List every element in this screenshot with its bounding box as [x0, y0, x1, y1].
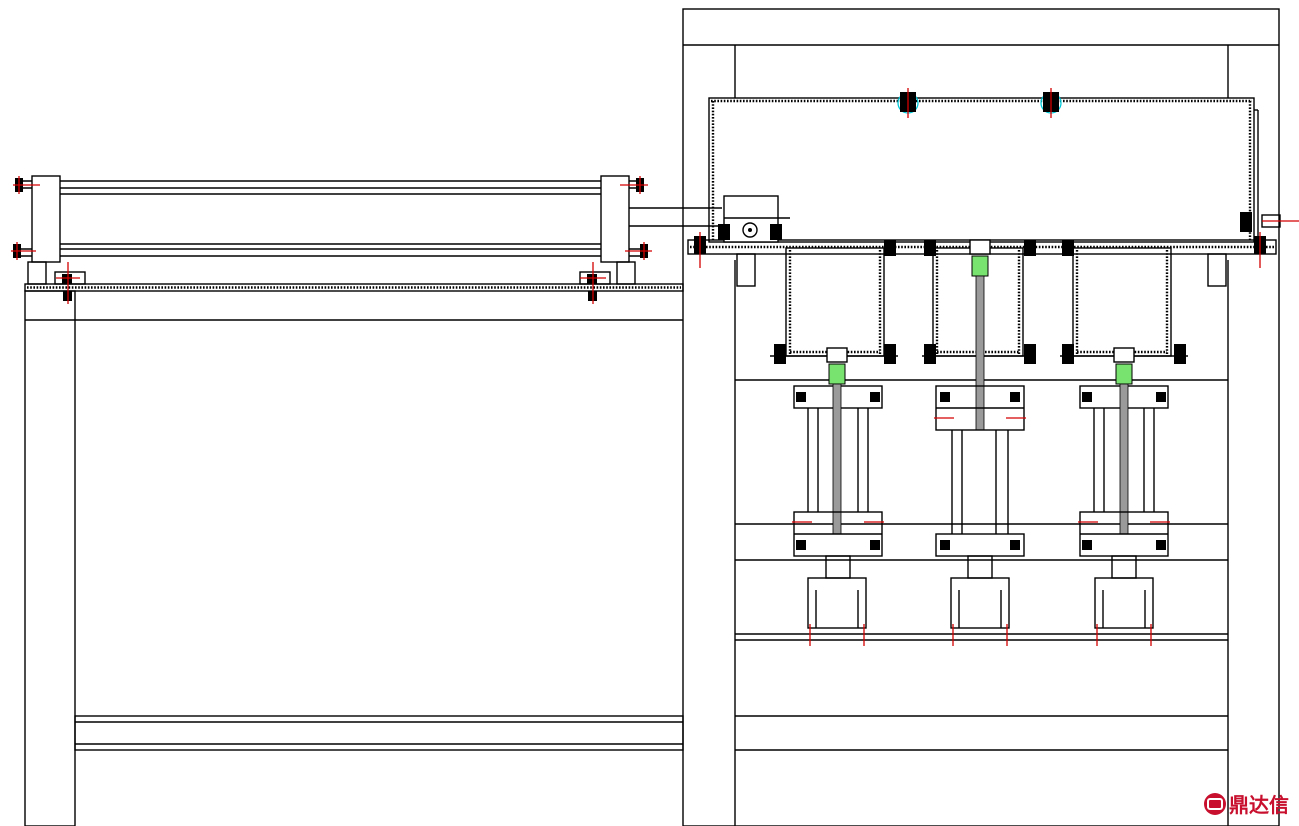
bolt-icon	[580, 262, 606, 304]
tank-lugs	[897, 88, 1062, 118]
drive-unit-center	[934, 239, 1026, 646]
side-handle	[1240, 212, 1299, 232]
valve-actuator	[718, 195, 790, 243]
left-support-frame	[24, 283, 684, 826]
cylinder-bolts	[11, 176, 652, 304]
drive-unit-left	[792, 347, 884, 646]
hopper-right	[1060, 247, 1188, 357]
watermark-logo: 鼎达信	[1204, 789, 1289, 818]
bolt-icon	[56, 262, 80, 304]
hopper-bolts	[694, 232, 1266, 364]
stepper-motor-icon	[950, 577, 1010, 629]
watermark-text: 鼎达信	[1229, 793, 1289, 817]
bolt-icon	[11, 242, 36, 260]
bolt-icon	[1040, 88, 1062, 118]
logo-seal-icon	[1204, 792, 1226, 815]
hopper-left	[770, 247, 898, 357]
pneumatic-cylinder	[20, 175, 722, 285]
stepper-motor-icon	[1094, 577, 1154, 629]
drive-unit-right	[1078, 347, 1170, 646]
bolt-icon	[897, 88, 919, 118]
ball-screw-icon	[975, 275, 985, 431]
stepper-motor-icon	[807, 577, 867, 629]
bolt-icon	[625, 242, 652, 260]
bolt-icon	[620, 176, 648, 194]
bolt-icon	[13, 176, 40, 194]
